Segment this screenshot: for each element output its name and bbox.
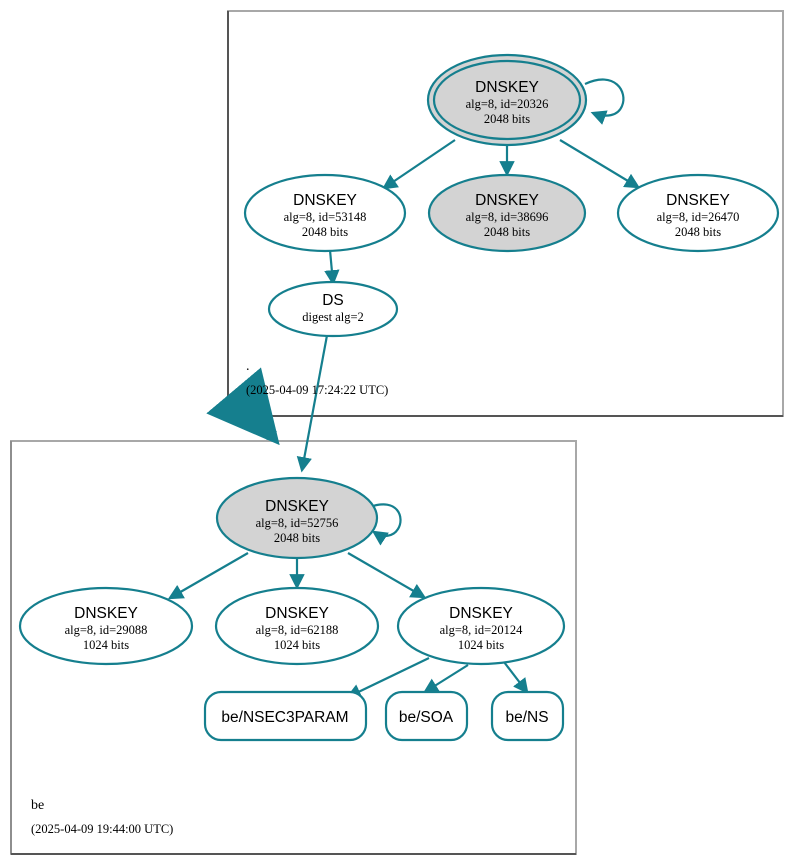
node-detail-line3: 1024 bits [83,638,129,652]
edge-root-ksk-to-53148 [381,139,456,190]
edge-20124-to-ns [503,661,529,695]
node-dnskey-26470[interactable]: DNSKEY alg=8, id=26470 2048 bits [616,173,780,253]
node-title: DNSKEY [475,192,539,209]
node-ellipse [396,586,566,666]
node-title: DNSKEY [74,605,138,622]
node-rrset-nsec3param[interactable]: be/NSEC3PARAM [203,690,368,742]
edge-20124-to-nsec3param [345,657,430,699]
node-dnskey-20326[interactable]: DNSKEY alg=8, id=20326 2048 bits [426,53,588,147]
edge-delegation-root-to-be [206,367,280,446]
zone-label-root-timestamp: (2025-04-09 17:24:22 UTC) [246,383,388,397]
node-detail-line2: alg=8, id=53148 [284,210,367,224]
node-detail-line3: 2048 bits [302,225,348,239]
node-ellipse [214,586,380,666]
edge-self-sig-be-ksk [369,503,402,546]
node-detail-line3: 2048 bits [274,531,320,545]
node-ds-digest-alg-2[interactable]: DS digest alg=2 [267,280,399,338]
edge-20124-to-soa [422,664,469,694]
edge-53148-to-ds [324,249,340,286]
node-dnskey-20124[interactable]: DNSKEY alg=8, id=20124 1024 bits [396,586,566,666]
node-detail-line3: 2048 bits [484,225,530,239]
node-detail-line3: 2048 bits [675,225,721,239]
node-detail-line2: alg=8, id=20326 [466,97,549,111]
node-ellipse [267,280,399,338]
node-detail-line3: 1024 bits [274,638,320,652]
node-rrset-ns[interactable]: be/NS [490,690,565,742]
node-ellipse [215,476,379,560]
node-detail-line3: 1024 bits [458,638,504,652]
node-ellipse [616,173,780,253]
node-detail-line2: alg=8, id=38696 [466,210,549,224]
node-detail-line2: alg=8, id=52756 [256,516,339,530]
node-rounded-rect [384,690,469,742]
node-inner-ring [432,59,582,141]
node-title: DS [322,292,344,309]
edge-root-ksk-to-26470 [559,139,641,189]
zone-label-be-name: be [31,798,44,813]
edge-self-sig-root-ksk [584,78,625,125]
node-detail-line2: alg=8, id=20124 [440,623,524,637]
edge-ds-to-be-ksk [296,329,330,473]
node-detail-line3: 2048 bits [484,112,530,126]
node-detail-line2: alg=8, id=62188 [256,623,339,637]
node-label: be/SOA [399,709,454,726]
node-detail-line2: alg=8, id=26470 [657,210,740,224]
edges-cross-zone [206,329,330,473]
node-label: be/NSEC3PARAM [221,709,348,726]
node-detail-line2: alg=8, id=29088 [65,623,148,637]
node-ellipse [427,173,587,253]
zone-label-root-name: . [246,359,250,374]
node-rounded-rect [490,690,565,742]
node-title: DNSKEY [293,192,357,209]
edge-be-ksk-to-20124 [347,552,427,599]
node-detail-line2: digest alg=2 [302,310,364,324]
zone-label-be-timestamp: (2025-04-09 19:44:00 UTC) [31,822,173,836]
edges-root-zone [324,78,641,286]
node-title: DNSKEY [666,192,730,209]
node-ellipse [18,586,194,666]
node-dnskey-29088[interactable]: DNSKEY alg=8, id=29088 1024 bits [18,586,194,666]
node-title: DNSKEY [265,605,329,622]
node-dnskey-52756[interactable]: DNSKEY alg=8, id=52756 2048 bits [215,476,379,560]
node-dnskey-38696[interactable]: DNSKEY alg=8, id=38696 2048 bits [427,173,587,253]
node-title: DNSKEY [265,498,329,515]
node-rrset-soa[interactable]: be/SOA [384,690,469,742]
node-title: DNSKEY [449,605,513,622]
node-dnskey-53148[interactable]: DNSKEY alg=8, id=53148 2048 bits [243,173,407,253]
edges-be-zone [167,503,529,699]
node-dnskey-62188[interactable]: DNSKEY alg=8, id=62188 1024 bits [214,586,380,666]
node-title: DNSKEY [475,79,539,96]
node-label: be/NS [505,709,548,726]
node-rounded-rect [203,690,368,742]
node-ellipse [243,173,407,253]
edge-be-ksk-to-29088 [167,552,249,600]
